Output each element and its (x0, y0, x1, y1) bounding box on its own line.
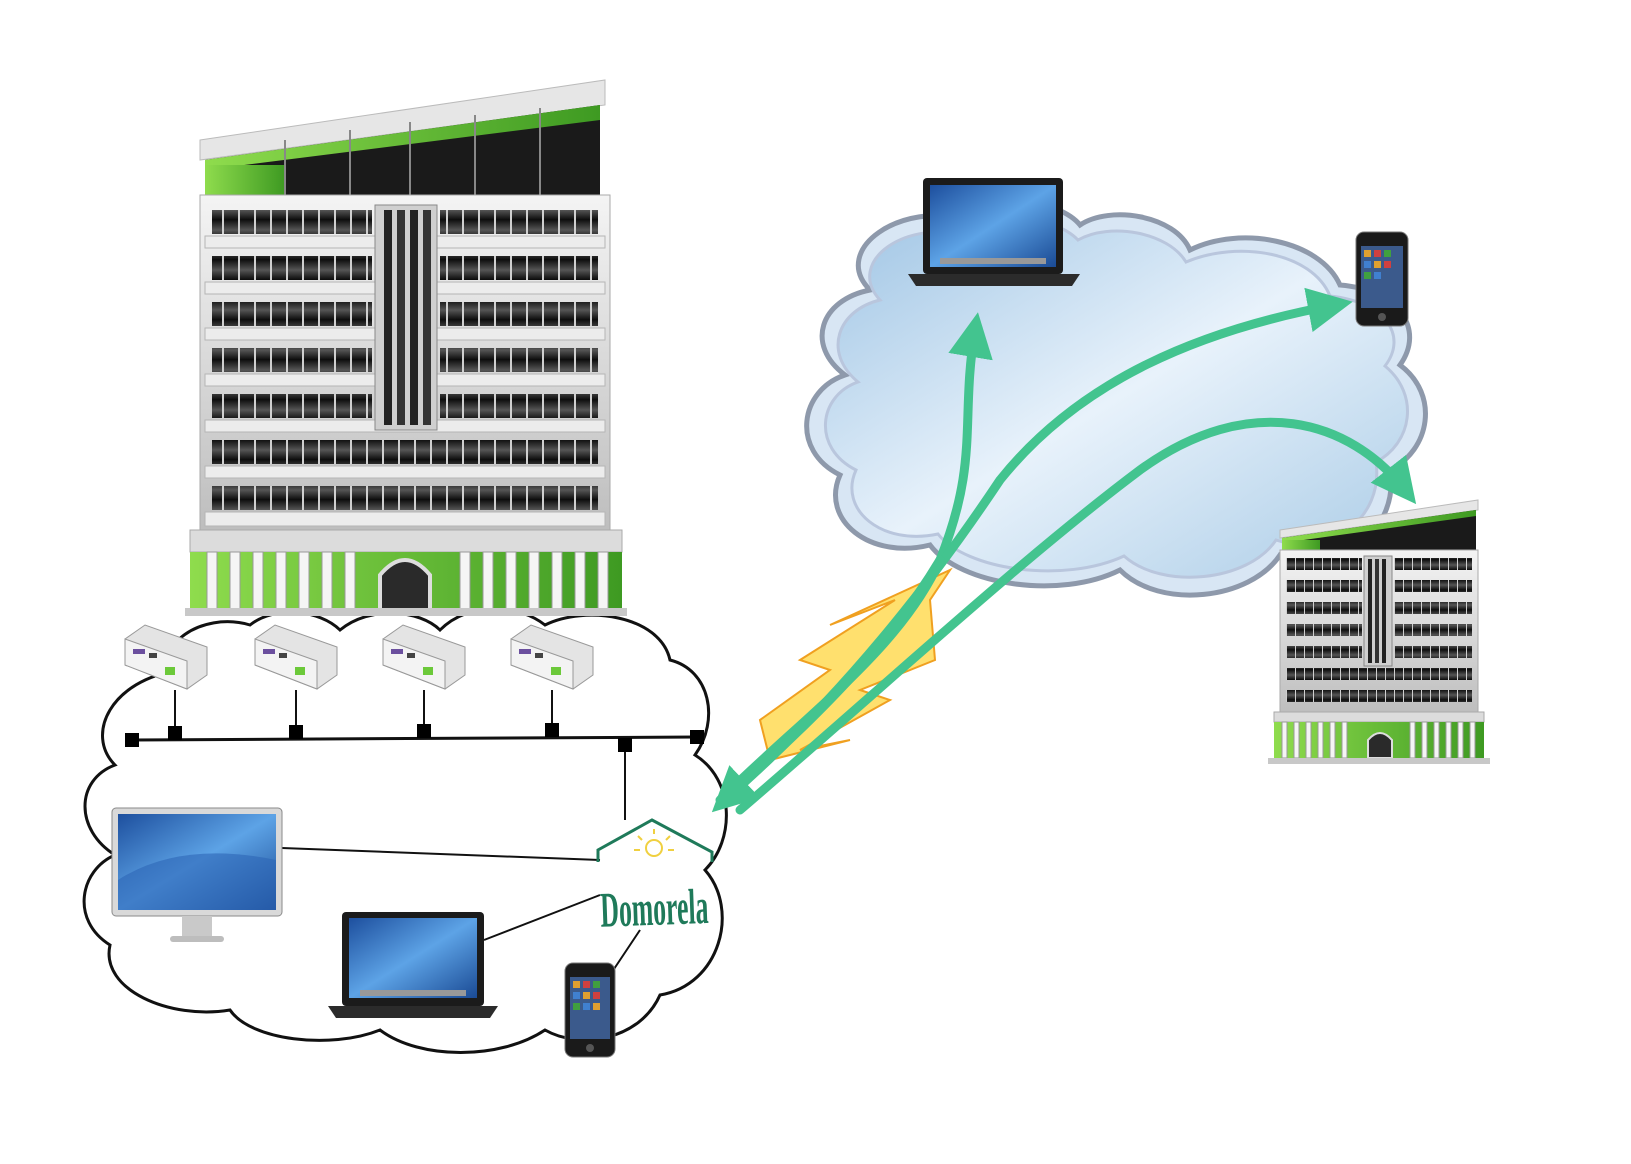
arrow-to-remote-building (735, 417, 1417, 815)
desktop-monitor-icon (111, 807, 283, 942)
local-laptop-icon (328, 912, 498, 1018)
controller-module-icon (510, 624, 594, 690)
local-network-cloud (82, 607, 728, 1054)
controller-module-icon (124, 624, 208, 690)
remote-laptop-icon (908, 178, 1080, 286)
remote-smartphone-icon (1355, 231, 1409, 327)
domorela-logo: Domorela (596, 818, 714, 938)
local-smartphone-icon (564, 962, 616, 1058)
connection-arrows (711, 287, 1417, 815)
controller-module-icon (382, 624, 466, 690)
domorela-logo-text: Domorela (599, 878, 709, 938)
controller-module-icon (254, 624, 338, 690)
bus-line (125, 690, 704, 820)
arrow-to-domorela (711, 555, 945, 813)
main-building-icon (185, 79, 627, 616)
remote-building-icon (1268, 499, 1490, 764)
